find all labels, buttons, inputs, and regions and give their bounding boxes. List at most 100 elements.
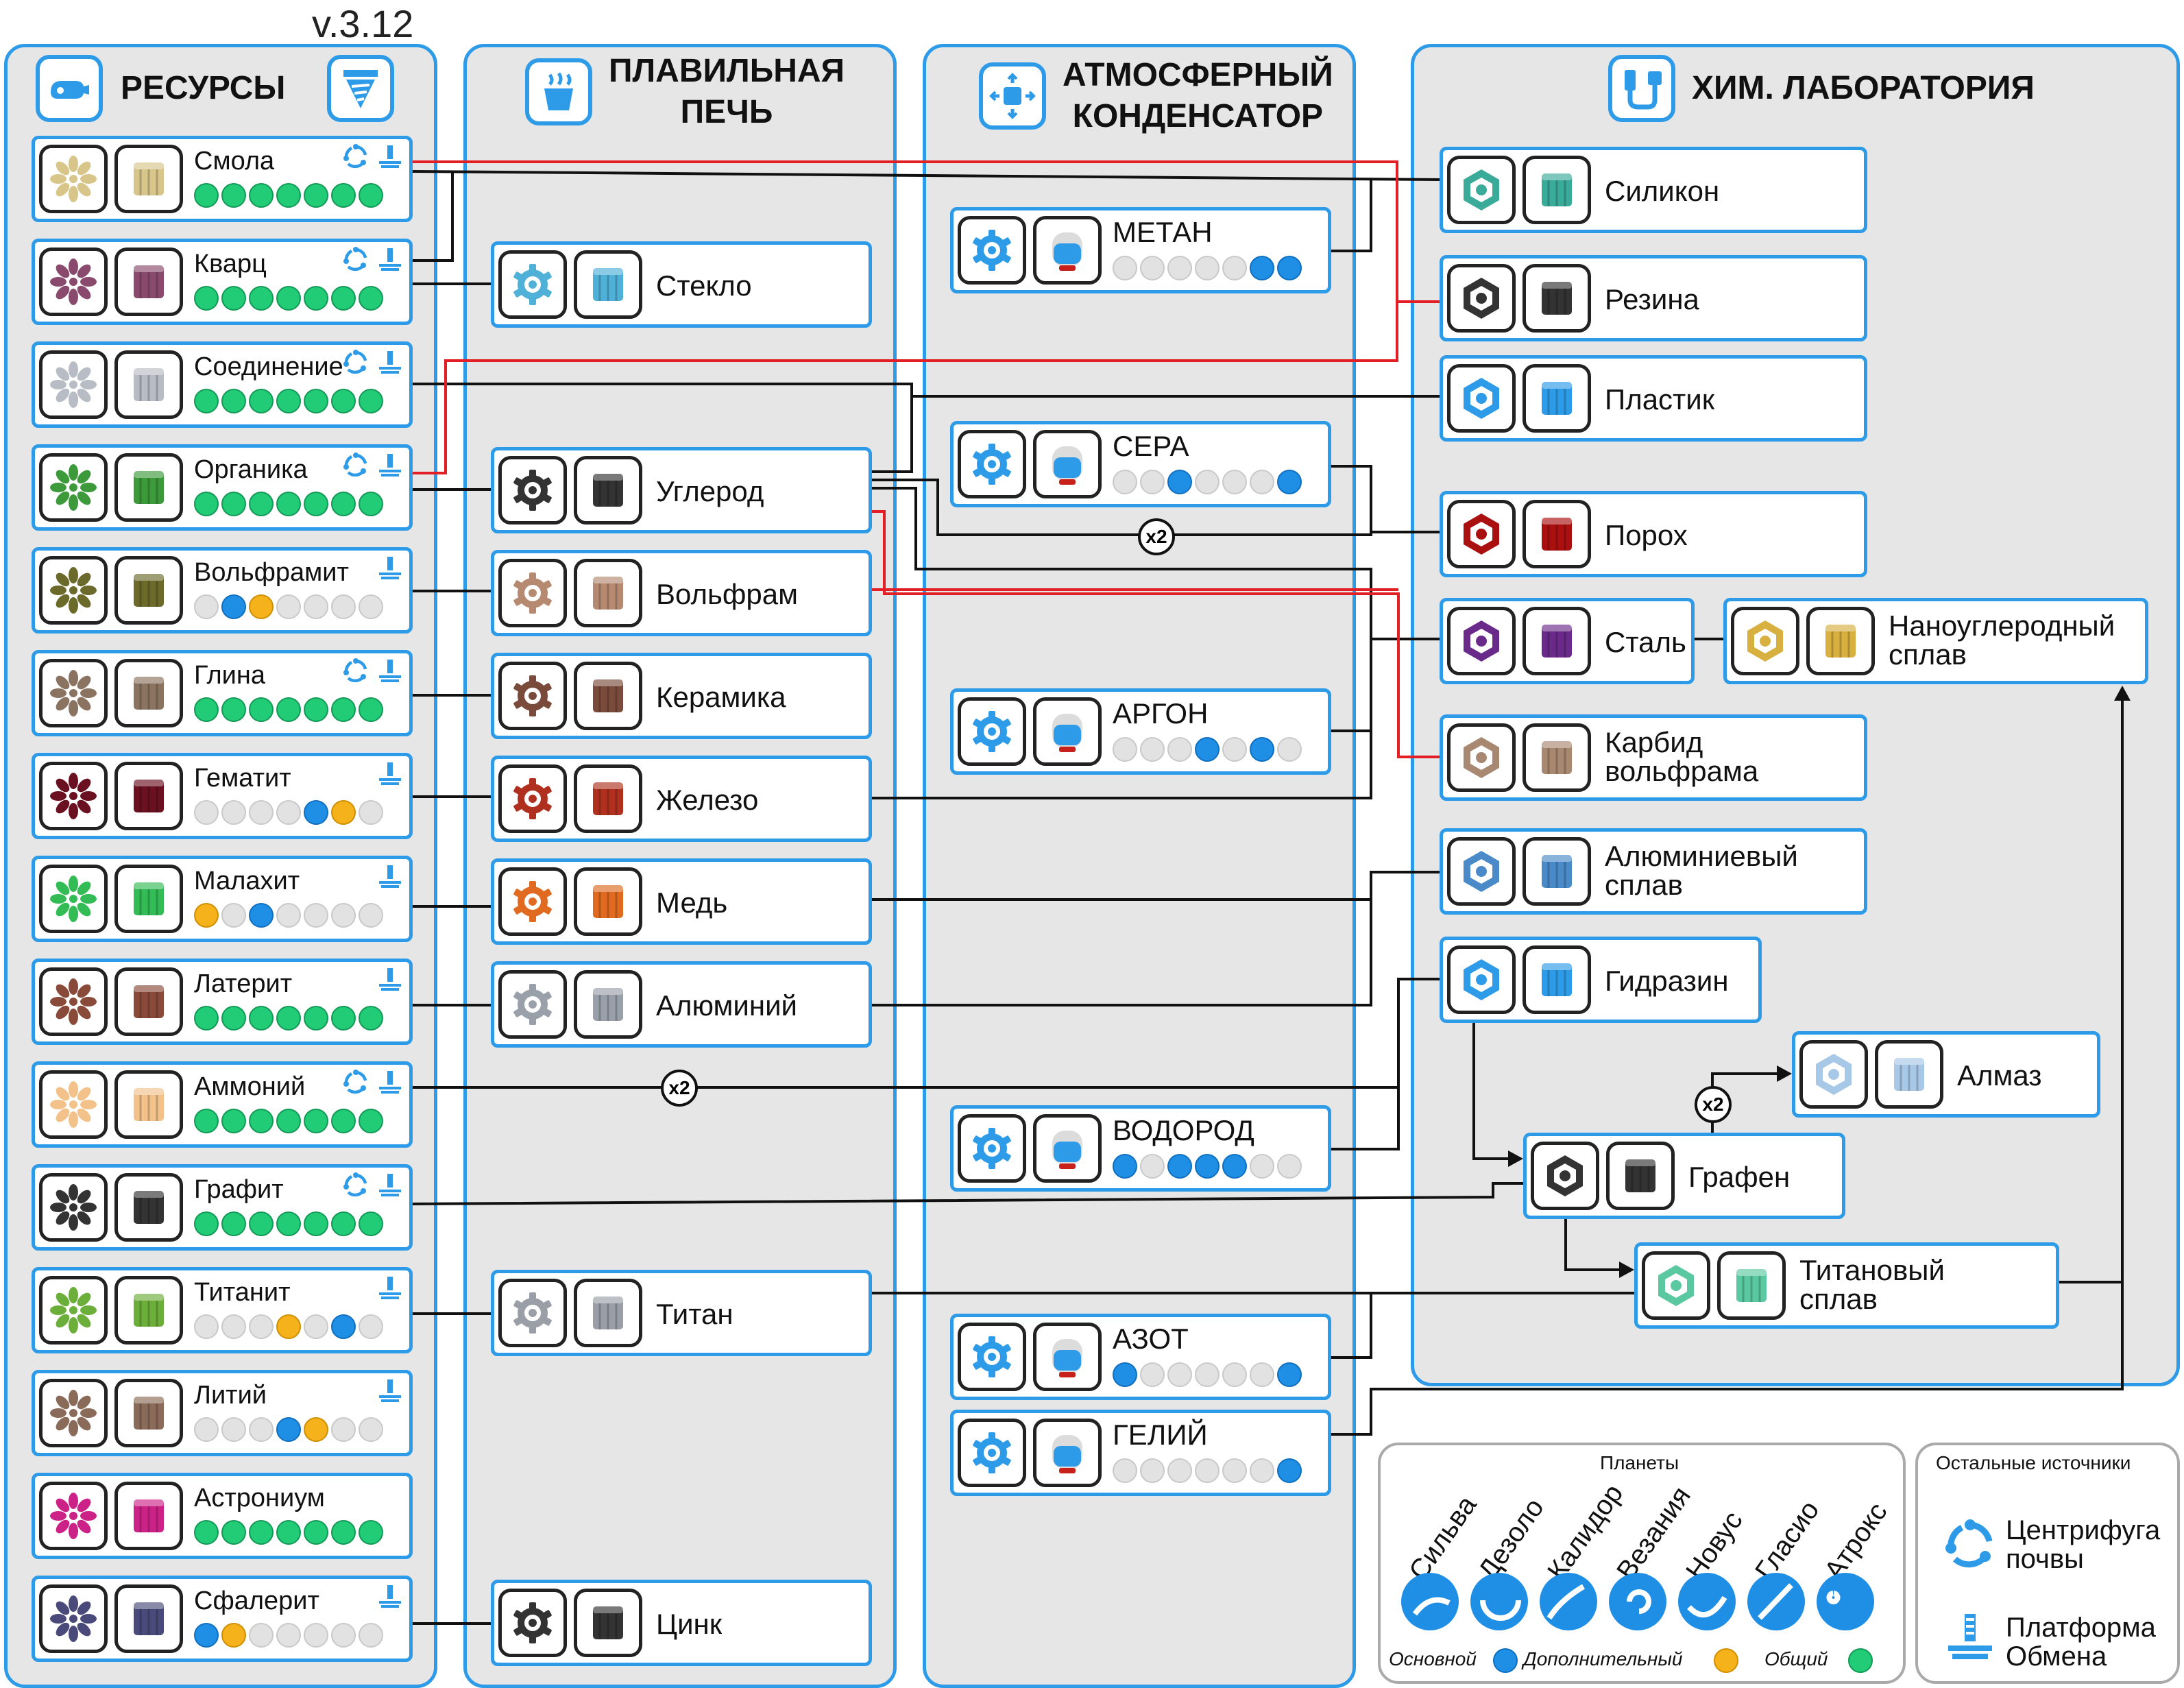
planet-dot-Дезоло xyxy=(221,903,246,928)
resource-item-icon xyxy=(114,1584,183,1653)
planet-dot-Сильва xyxy=(194,594,219,619)
chem-name: Алмаз xyxy=(1957,1059,2042,1092)
planet-dot-Калидор xyxy=(1167,1458,1192,1483)
planet-dot-Атрокс xyxy=(1277,737,1302,762)
resource-card[interactable]: Глина xyxy=(32,650,413,736)
drill-icon xyxy=(327,55,394,122)
condenser-title-2: КОНДЕНСАТОР xyxy=(1072,98,1324,134)
furnace-item-icon xyxy=(574,559,642,627)
chem-card[interactable]: Силикон xyxy=(1440,147,1867,233)
planet-dot-Сильва xyxy=(194,1520,219,1545)
furnace-card[interactable]: Алюминий xyxy=(491,961,872,1048)
resource-name: Латерит xyxy=(194,969,293,998)
planet-dot-Атрокс xyxy=(359,492,383,516)
chem-card[interactable]: Гидразин xyxy=(1440,937,1762,1023)
platform-icon xyxy=(379,1277,401,1299)
resource-card[interactable]: Аммоний xyxy=(32,1061,413,1148)
furnace-card[interactable]: Медь xyxy=(491,858,872,945)
furnace-title-2: ПЕЧЬ xyxy=(680,94,773,130)
gas-card[interactable]: АРГОН xyxy=(950,688,1331,775)
furnace-card[interactable]: Вольфрам xyxy=(491,550,872,636)
furnace-item-icon xyxy=(574,970,642,1039)
planet-dot-Атрокс xyxy=(359,389,383,413)
platform-icon xyxy=(379,1379,401,1402)
centrifuge-label-1: Центрифуга xyxy=(2006,1515,2161,1545)
planet-dots xyxy=(194,1623,383,1648)
planet-dot-Сильва xyxy=(194,183,219,208)
planet-dot-Калидор xyxy=(249,903,274,928)
planet-dot-Гласио xyxy=(331,1520,356,1545)
resource-name: Астрониум xyxy=(194,1484,325,1512)
gas-symbol-icon xyxy=(958,1419,1026,1487)
gas-card[interactable]: СЕРА xyxy=(950,421,1331,507)
planet-dot-Калидор xyxy=(1167,256,1192,280)
resource-card[interactable]: Кварц xyxy=(32,239,413,325)
planet-dot-Везания xyxy=(276,903,301,928)
furnace-symbol-icon xyxy=(498,456,567,525)
chem-symbol-icon xyxy=(1642,1251,1710,1320)
gas-card[interactable]: ГЕЛИЙ xyxy=(950,1410,1331,1496)
planet-dot-Калидор xyxy=(249,594,274,619)
furnace-card[interactable]: Углерод xyxy=(491,447,872,533)
chem-symbol-icon xyxy=(1731,607,1799,675)
chem-card[interactable]: Графен xyxy=(1523,1133,1845,1219)
resource-symbol-icon xyxy=(39,145,108,213)
furnace-item-name: Цинк xyxy=(656,1608,723,1640)
resource-card[interactable]: Астрониум xyxy=(32,1473,413,1559)
resource-card[interactable]: Органика xyxy=(32,444,413,531)
chem-card[interactable]: Порох xyxy=(1440,491,1867,577)
furnace-item-name: Стекло xyxy=(656,269,752,302)
resource-name: Графит xyxy=(194,1175,284,1204)
chem-card[interactable]: Алмаз xyxy=(1792,1031,2100,1118)
chem-card[interactable]: Сталь xyxy=(1440,598,1695,684)
gas-symbol-icon xyxy=(958,430,1026,498)
planet-dot-Калидор xyxy=(249,1314,274,1339)
resource-card[interactable]: Графит xyxy=(32,1164,413,1251)
chem-card[interactable]: Пластик xyxy=(1440,355,1867,442)
chem-name-line2: вольфрама xyxy=(1605,755,1759,787)
gas-card[interactable]: ВОДОРОД xyxy=(950,1105,1331,1192)
resource-card[interactable]: Соединение xyxy=(32,341,413,428)
resource-card[interactable]: Сфалерит xyxy=(32,1576,413,1662)
resource-card[interactable]: Литий xyxy=(32,1370,413,1456)
resource-card[interactable]: Смола xyxy=(32,136,413,222)
resource-sources xyxy=(342,863,404,891)
resource-item-icon xyxy=(114,1070,183,1139)
chem-card[interactable]: Резина xyxy=(1440,255,1867,341)
resource-card[interactable]: Гематит xyxy=(32,753,413,839)
planet-dot-Сильва xyxy=(194,1417,219,1442)
resource-item-icon xyxy=(114,1276,183,1345)
resource-card[interactable]: Титанит xyxy=(32,1267,413,1353)
planet-dot-Новус xyxy=(304,183,328,208)
planet-dot-Атрокс xyxy=(359,1314,383,1339)
chem-name: Порох xyxy=(1605,519,1688,551)
furnace-card[interactable]: Стекло xyxy=(491,241,872,328)
resource-card[interactable]: Малахит xyxy=(32,856,413,942)
furnace-item-name: Вольфрам xyxy=(656,578,798,610)
planet-dot-Гласио xyxy=(331,1006,356,1030)
gas-name: МЕТАН xyxy=(1113,216,1213,248)
planet-4-icon xyxy=(1678,1573,1736,1630)
planet-dot-Гласио xyxy=(331,492,356,516)
planet-dot-Везания xyxy=(1195,737,1220,762)
furnace-card[interactable]: Титан xyxy=(491,1270,872,1356)
planet-dot-Атрокс xyxy=(359,903,383,928)
planet-dot-Атрокс xyxy=(1277,470,1302,494)
resource-card[interactable]: Латерит xyxy=(32,958,413,1045)
furnace-card[interactable]: Керамика xyxy=(491,653,872,739)
resource-card[interactable]: Вольфрамит xyxy=(32,547,413,634)
furnace-card[interactable]: Железо xyxy=(491,756,872,842)
gas-card[interactable]: АЗОТ xyxy=(950,1314,1331,1400)
multiplier-badge-graphene: x2 xyxy=(1695,1086,1732,1123)
planet-dot-Калидор xyxy=(249,1417,274,1442)
gas-card[interactable]: МЕТАН xyxy=(950,207,1331,293)
furnace-item-name: Алюминий xyxy=(656,989,798,1022)
furnace-card[interactable]: Цинк xyxy=(491,1580,872,1666)
chem-name: Графен xyxy=(1688,1161,1791,1193)
planet-dot-Везания xyxy=(276,286,301,311)
planet-dot-Атрокс xyxy=(359,1006,383,1030)
